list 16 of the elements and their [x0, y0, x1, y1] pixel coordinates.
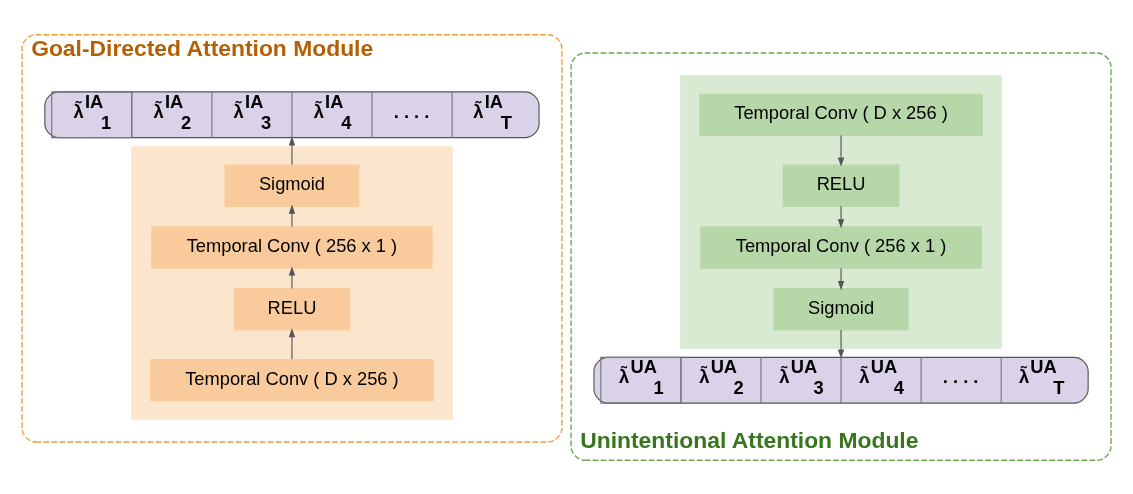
- node-box: Sigmoid: [224, 164, 360, 207]
- arrow: [288, 204, 296, 227]
- arrow: [288, 265, 296, 289]
- arrow: [837, 134, 845, 167]
- node-box: Temporal Conv ( 256 x 1 ): [700, 225, 982, 269]
- arrow: [288, 327, 296, 360]
- node-box: Temporal Conv ( D x 256 ): [150, 358, 434, 401]
- node-box: RELU: [782, 164, 900, 207]
- arrow: [837, 267, 845, 290]
- node-box: Sigmoid: [773, 287, 909, 330]
- arrow: [288, 135, 296, 165]
- node-box: RELU: [233, 287, 351, 330]
- arrow: [837, 205, 845, 228]
- node-box: Temporal Conv ( 256 x 1 ): [151, 225, 433, 269]
- node-box: Temporal Conv ( D x 256 ): [699, 93, 983, 136]
- arrow: [837, 328, 845, 359]
